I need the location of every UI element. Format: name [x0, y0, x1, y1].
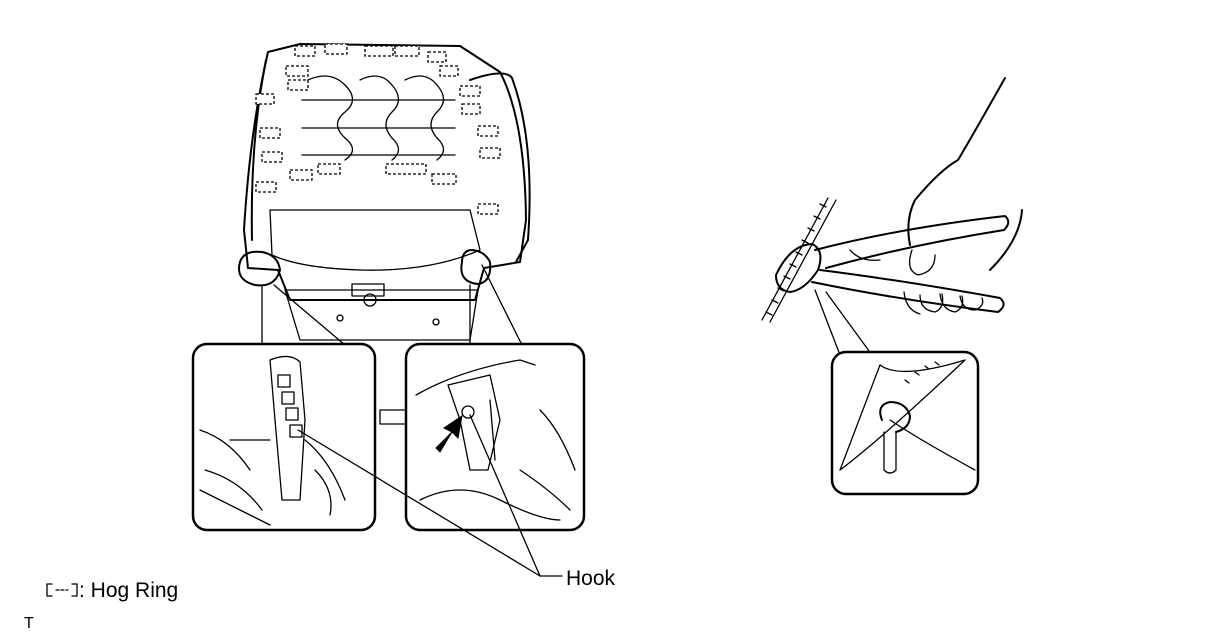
- hog-ring-symbol-icon: [46, 583, 78, 597]
- hook-label: Hook: [566, 567, 616, 590]
- hook-leaders: [297, 414, 563, 577]
- detail-leaders: [261, 264, 523, 346]
- legend: : Hog Ring: [46, 579, 178, 602]
- corner-mark: T: [24, 615, 34, 632]
- hog-ring-pliers-illustration: [761, 77, 1023, 356]
- push-arrow-icon: [435, 414, 463, 453]
- legend-text: : Hog Ring: [79, 579, 178, 602]
- seat-back-frame: [238, 43, 531, 341]
- right-hook-detail-panel: [379, 342, 586, 532]
- left-hook-detail-panel: [191, 342, 377, 532]
- hog-ring-closeup-inset: [830, 350, 980, 496]
